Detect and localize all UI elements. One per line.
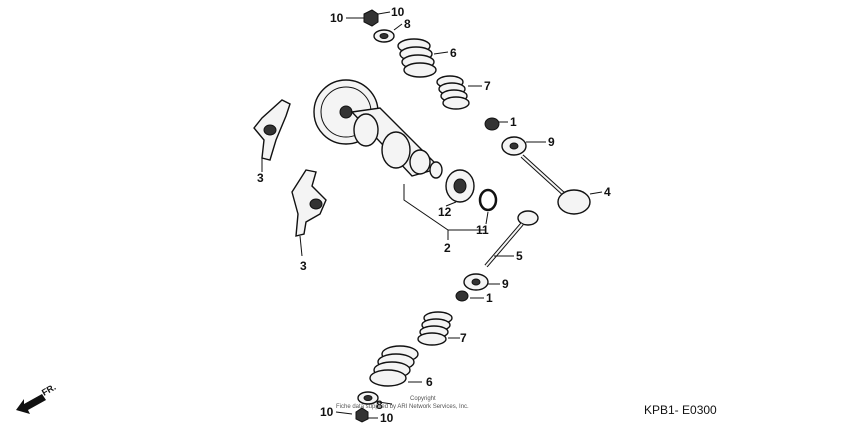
label-10-top-left: 10 <box>330 11 344 25</box>
top-valve-seal[interactable] <box>484 117 500 131</box>
label-1-bottom: 1 <box>486 291 493 305</box>
bottom-valve-seal[interactable] <box>455 290 469 302</box>
bottom-spring-seat[interactable] <box>463 273 489 291</box>
label-5: 5 <box>516 249 523 263</box>
label-9-bottom: 9 <box>502 277 509 291</box>
label-2: 2 <box>444 241 451 255</box>
camshaft-bearing[interactable] <box>445 169 475 203</box>
label-7-bottom: 7 <box>460 331 467 345</box>
label-8-bottom: 8 <box>376 398 383 412</box>
top-spring-seat[interactable] <box>501 136 527 156</box>
label-10-bottom-right: 10 <box>380 411 394 425</box>
circlip[interactable] <box>478 188 498 212</box>
label-12: 12 <box>438 205 452 219</box>
label-4: 4 <box>604 185 611 199</box>
top-inner-spring[interactable] <box>436 75 470 110</box>
bottom-outer-spring[interactable] <box>369 345 419 387</box>
top-cotter-nut[interactable] <box>363 9 379 27</box>
copyright-line-1: Copyright <box>410 396 436 402</box>
label-9-top: 9 <box>548 135 555 149</box>
upper-rocker-arm[interactable] <box>253 99 291 161</box>
label-6-top: 6 <box>450 46 457 60</box>
leader-lines <box>261 11 603 419</box>
top-outer-spring[interactable] <box>397 38 437 78</box>
intake-valve[interactable] <box>484 210 539 268</box>
bottom-cotter-nut[interactable] <box>355 407 369 423</box>
label-10-bottom-left: 10 <box>320 405 334 419</box>
label-6-bottom: 6 <box>426 375 433 389</box>
direction-label: FR. <box>40 382 58 398</box>
lower-rocker-arm[interactable] <box>291 169 327 237</box>
copyright-line-2: Fiche data supplied by ARI Network Servi… <box>336 404 469 410</box>
label-11: 11 <box>476 223 489 237</box>
label-1-top: 1 <box>510 115 517 129</box>
exhaust-valve[interactable] <box>520 154 591 215</box>
label-10-top-right: 10 <box>391 5 405 19</box>
bottom-retainer[interactable] <box>357 391 379 405</box>
figure-code: KPB1- E0300 <box>644 403 717 417</box>
front-direction-arrow-icon <box>16 394 46 414</box>
label-7-top: 7 <box>484 79 491 93</box>
top-retainer[interactable] <box>373 29 395 43</box>
bottom-inner-spring[interactable] <box>417 311 453 346</box>
camshaft[interactable] <box>350 107 443 179</box>
label-8-top: 8 <box>404 17 411 31</box>
label-3-upper: 3 <box>257 171 264 185</box>
label-3-lower: 3 <box>300 259 307 273</box>
